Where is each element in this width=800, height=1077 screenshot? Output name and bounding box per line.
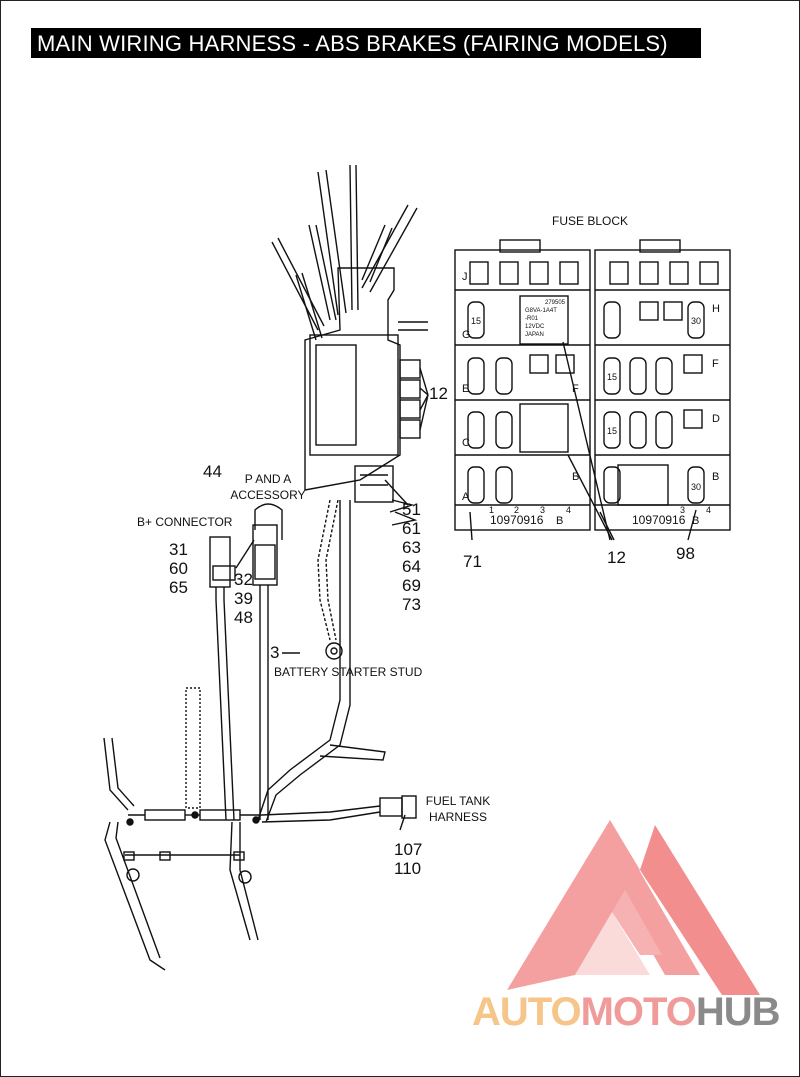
callout-39: 39 [234, 589, 253, 608]
bottom-mark-3: 3 [540, 505, 545, 515]
battery-starter-stud-label: BATTERY STARTER STUD [274, 665, 423, 679]
fuse-rating: 15 [471, 316, 481, 326]
row-letter-e: E [462, 383, 469, 395]
part-number-left: 10970916 [490, 513, 544, 527]
callout-110: 110 [394, 859, 422, 878]
row-letter-f: F [712, 358, 719, 370]
callout-98: 98 [676, 544, 695, 563]
row-letter-h: H [712, 303, 720, 315]
wire-bundle [271, 164, 418, 341]
bottom-mark-b-right: B [692, 515, 699, 527]
row-letter-d: D [712, 413, 720, 425]
row-letter-f-mid: F [572, 383, 579, 395]
relay-text: -R01 [525, 316, 539, 322]
callout-63: 63 [402, 538, 421, 557]
p-and-a-label-2: ACCESSORY [230, 488, 306, 502]
callout-64: 64 [402, 557, 421, 576]
callout-60: 60 [169, 559, 188, 578]
fuse-rating: 30 [691, 316, 701, 326]
bottom-mark-b-left: B [556, 515, 563, 527]
callout-48: 48 [234, 608, 253, 627]
row-letter-b-mid: B [572, 471, 579, 483]
bottom-mark-r3: 3 [680, 505, 685, 515]
row-letter-j: J [462, 271, 468, 283]
fuel-tank-label-1: FUEL TANK [425, 794, 491, 808]
leader-lines [384, 341, 697, 831]
watermark-part-1: AUTO [472, 990, 582, 1034]
fuse-rating: 30 [691, 482, 701, 492]
callout-12-bottom: 12 [607, 548, 626, 567]
callout-51: 51 [402, 500, 421, 519]
page-title: MAIN WIRING HARNESS - ABS BRAKES (FAIRIN… [37, 31, 668, 56]
callout-107: 107 [394, 840, 423, 859]
title-bar: MAIN WIRING HARNESS - ABS BRAKES (FAIRIN… [31, 28, 701, 58]
bottom-mark-2: 2 [514, 505, 519, 515]
b-plus-connector-drawing [209, 536, 236, 821]
callout-31: 31 [169, 540, 188, 559]
fuel-tank-label-2: HARNESS [428, 810, 487, 824]
p-and-a-label-1: P AND A [244, 472, 292, 486]
callout-3: 3 [270, 643, 280, 662]
bottom-mark-r4: 4 [706, 505, 711, 515]
relay-text: 12VDC [525, 324, 545, 330]
relay-text: 279505 [545, 300, 566, 306]
watermark-text: AUTOMOTOHUB [472, 990, 781, 1035]
fuse-block-label: FUSE BLOCK [552, 214, 629, 228]
p-and-a-connector-drawing [235, 503, 283, 820]
relay-text: G8VA-1A4T [525, 308, 557, 314]
part-number-right: 10970916 [632, 513, 686, 527]
callout-61: 61 [402, 519, 421, 538]
callout-71: 71 [463, 552, 482, 571]
fuse-rating: 15 [607, 372, 617, 382]
row-letter-g: G [462, 329, 471, 341]
callout-12-top: 12 [429, 384, 448, 403]
fuel-tank-harness-drawing [261, 744, 417, 823]
b-plus-connector-label: B+ CONNECTOR [137, 515, 233, 529]
relay-text: JAPAN [525, 332, 544, 338]
row-letter-b: B [712, 471, 719, 483]
row-letter-c: C [462, 437, 470, 449]
bottom-mark-1: 1 [489, 505, 494, 515]
harness-module [304, 267, 428, 526]
watermark-part-3: HUB [695, 990, 781, 1034]
main-cable [257, 499, 351, 823]
frame-bracket [104, 811, 260, 971]
fuse-block-text: J G E C A F B H F D B 10970916 10970916 … [462, 271, 720, 527]
bottom-mark-4: 4 [566, 505, 571, 515]
callout-65: 65 [169, 578, 188, 597]
callout-69: 69 [402, 576, 421, 595]
callout-44: 44 [203, 462, 222, 481]
fuse-rating: 15 [607, 426, 617, 436]
watermark-part-2: MOTO [580, 990, 697, 1034]
callout-73: 73 [402, 595, 421, 614]
fuse-block-drawing [454, 239, 731, 531]
callout-32: 32 [234, 570, 253, 589]
watermark-logo [507, 820, 760, 995]
row-letter-a: A [462, 491, 470, 503]
conduit-sections [103, 687, 262, 821]
